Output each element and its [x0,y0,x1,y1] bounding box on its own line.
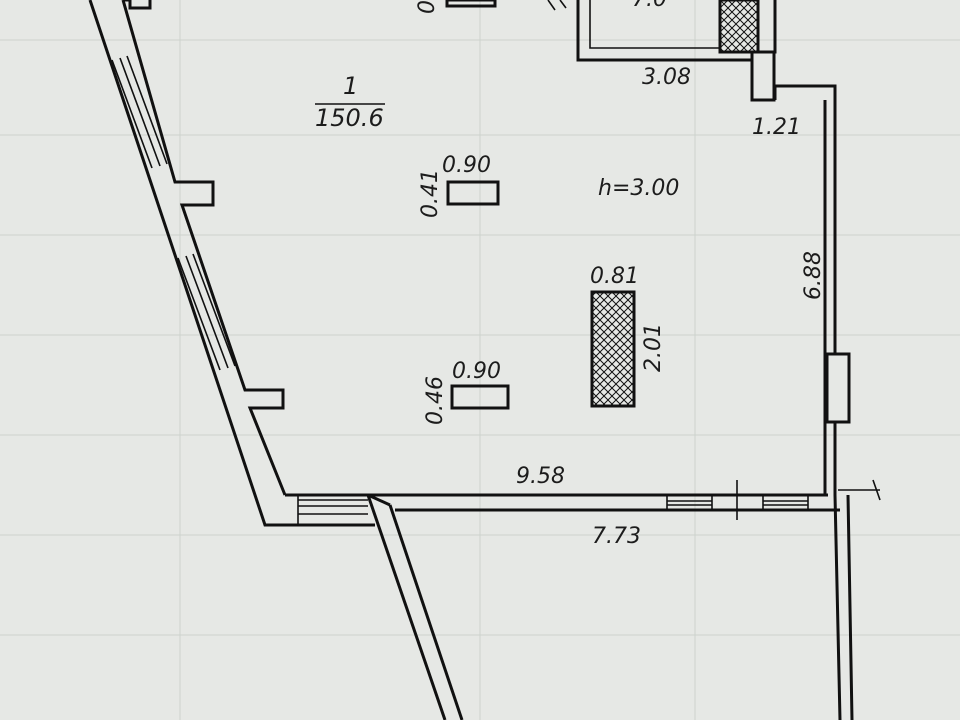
dim-3-08: 3.08 [642,65,691,90]
column-2 [450,384,510,410]
room-area: 150.6 [315,104,384,132]
lower-diagonal-wall [366,493,464,720]
dim-1-21: 1.21 [752,115,801,140]
room-number: 1 [343,72,358,100]
bottom-wall [285,479,881,525]
ventilation-shaft [590,290,636,408]
top-right-block [445,0,777,102]
column-2-depth: 0.46 [423,376,448,425]
shaft-length: 2.01 [641,323,666,372]
left-outer-wall [88,0,375,527]
shaft-width: 0.81 [590,264,639,289]
dim-top-left-cut: 0. [415,0,440,14]
ceiling-height: h=3.00 [598,176,679,201]
dim-6-88: 6.88 [801,251,826,300]
column-1 [446,180,500,206]
column-1-depth: 0.41 [418,169,443,218]
dim-7-73: 7.73 [592,524,641,549]
dim-top-cut: 7.0 [632,0,667,12]
dim-9-58: 9.58 [516,464,565,489]
column-2-width: 0.90 [452,359,501,384]
right-wall [773,84,854,720]
column-1-width: 0.90 [442,153,491,178]
